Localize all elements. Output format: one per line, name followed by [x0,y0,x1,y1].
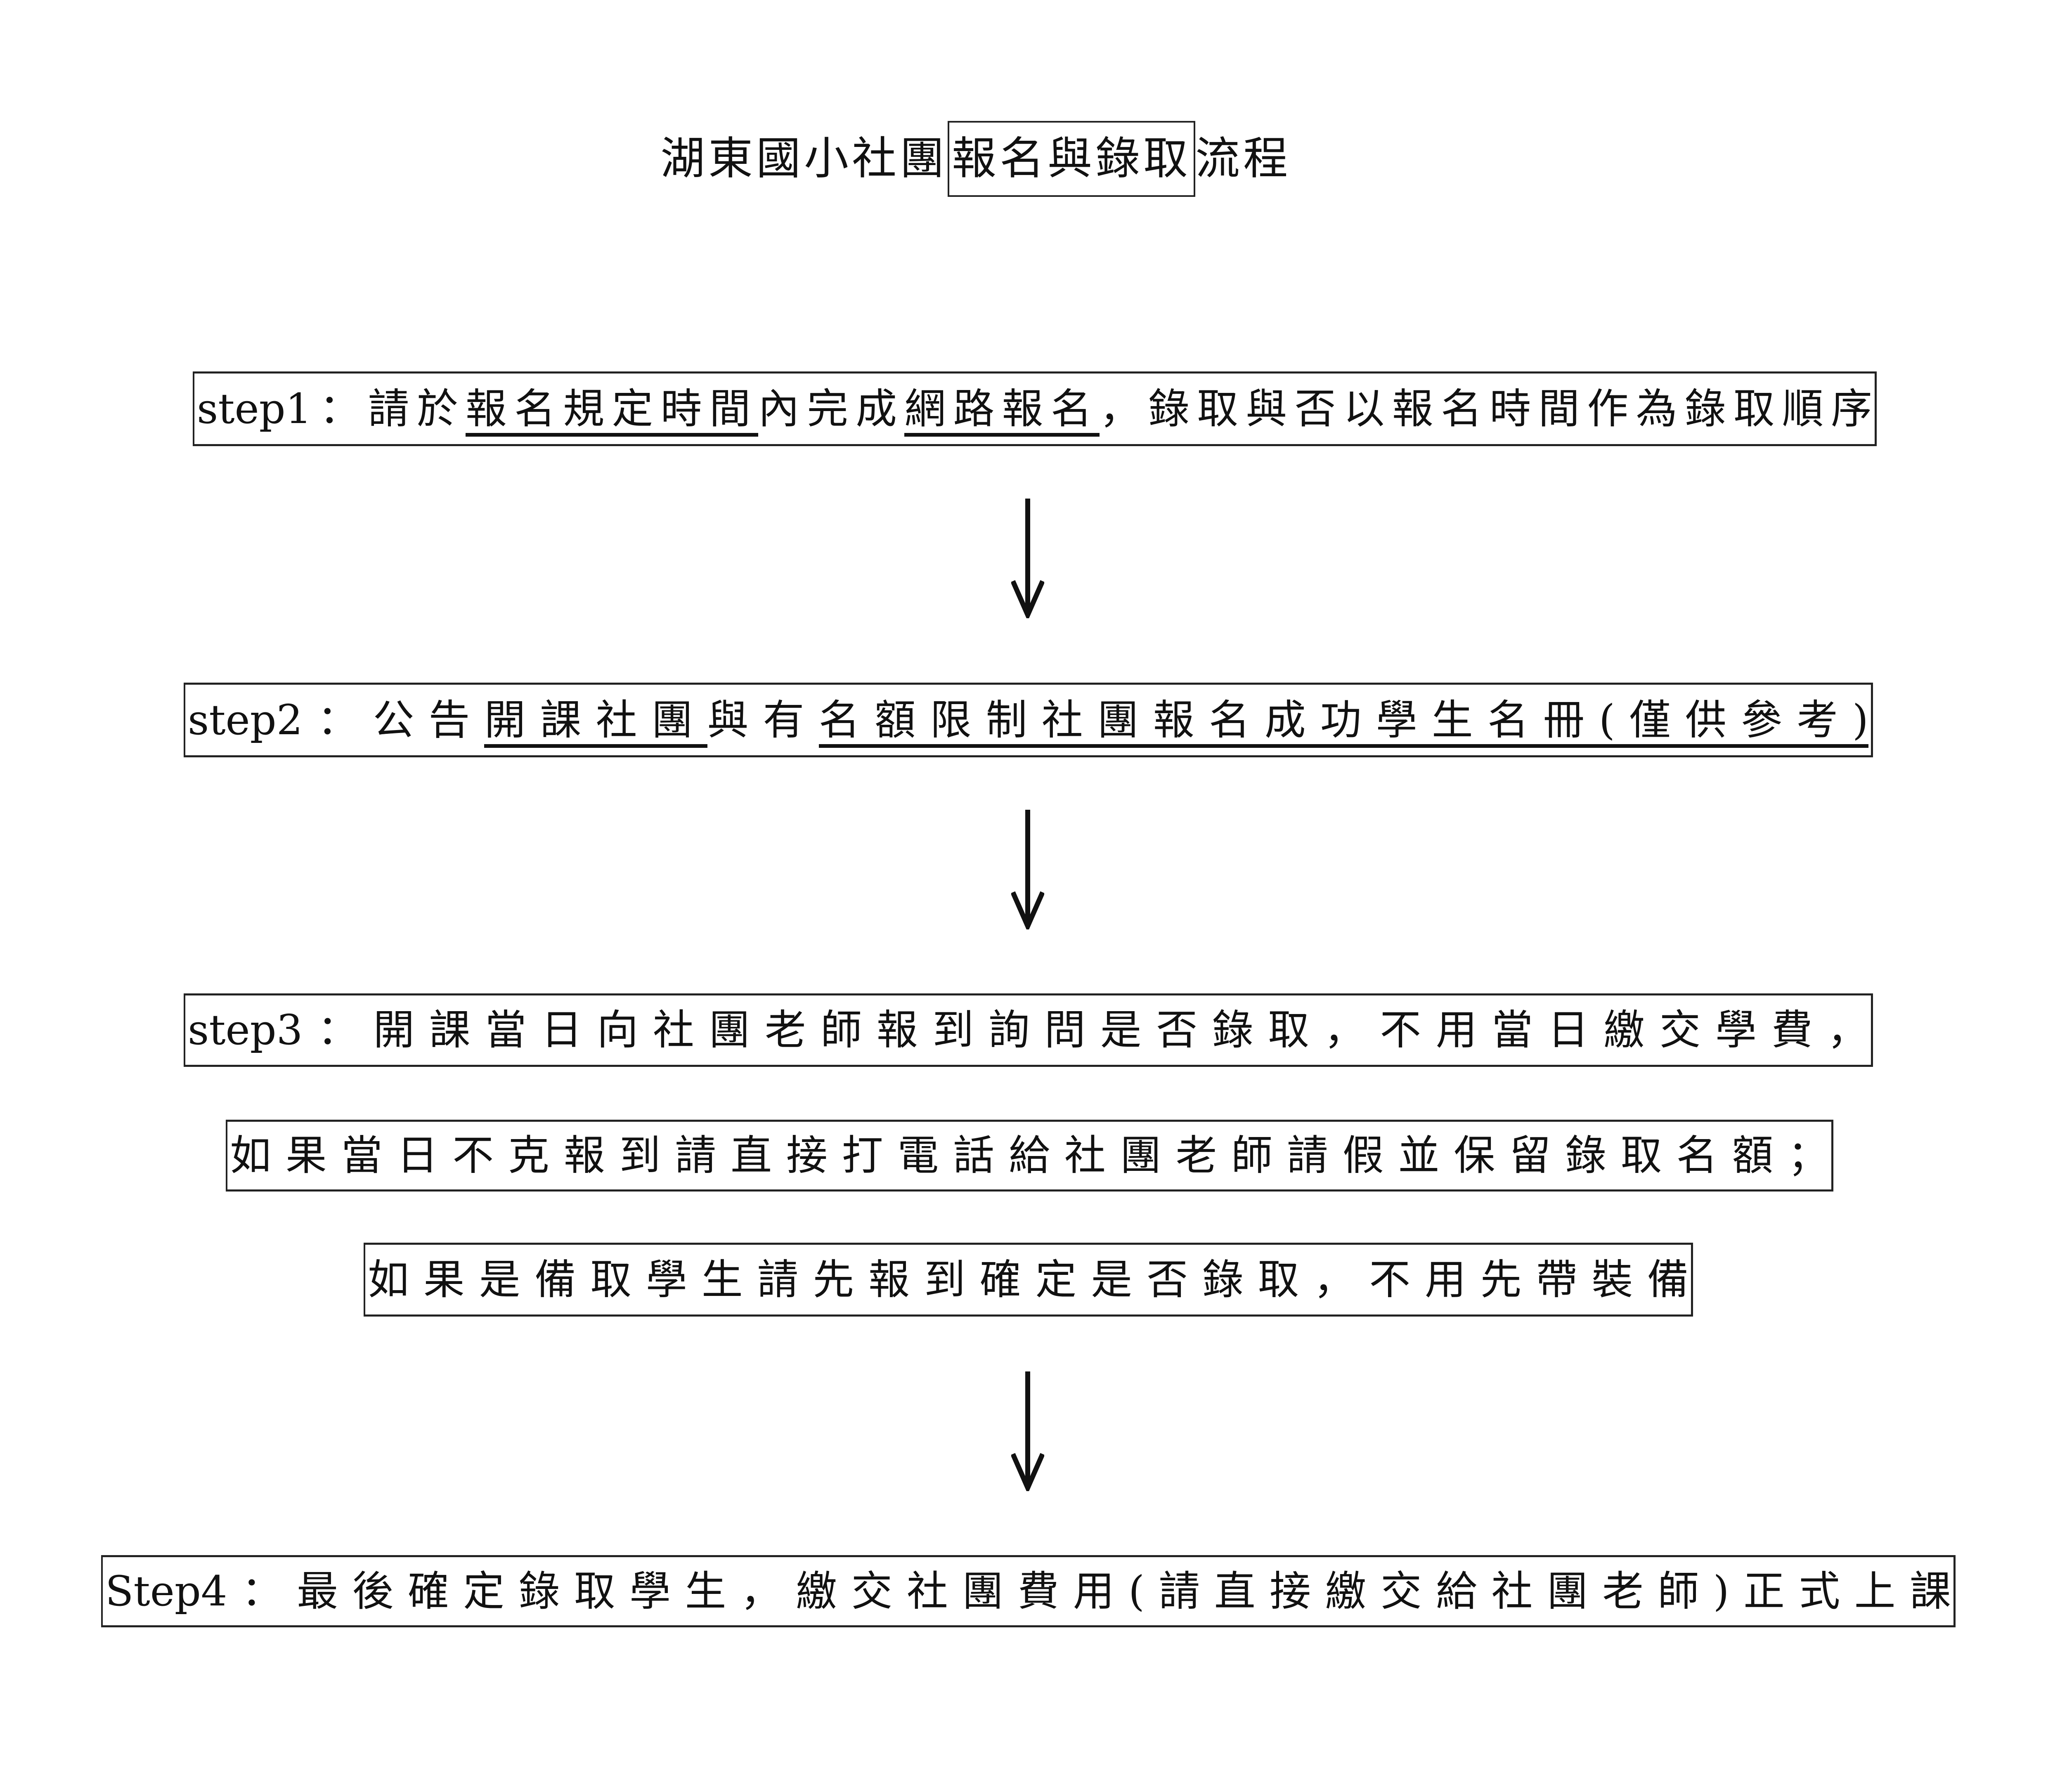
step2-seg: 與有 [707,695,819,744]
step3-text-line1: step3：開課當日向社團老師報到詢問是否錄取，不用當日繳交學費， [188,1006,1868,1054]
page-title: 湖東國小社團報名與錄取流程 [660,121,1395,197]
step3-box-line2: 如果當日不克報到請直接打電話給社團老師請假並保留錄取名額； [226,1120,1833,1192]
step1-box: step1：請於報名規定時間內完成網路報名，錄取與否以報名時間作為錄取順序 [193,371,1877,446]
down-arrow-icon [1011,1371,1044,1491]
step2-underlined-seg: 名額限制社團報名成功學生名冊(僅供參考) [818,695,1869,748]
step2-box: step2：公告開課社團與有名額限制社團報名成功學生名冊(僅供參考) [184,683,1873,757]
step1-underlined-seg: 報名規定時間 [465,384,758,437]
step1-seg: 內完成 [758,384,905,433]
step3-box-line3: 如果是備取學生請先報到確定是否錄取，不用先帶裝備 [364,1243,1693,1317]
step3-text-line2: 如果當日不克報到請直接打電話給社團老師請假並保留錄取名額； [230,1131,1829,1180]
step4-box: Step4：最後確定錄取學生，繳交社團費用(請直接繳交給社團老師)正式上課 [101,1555,1956,1627]
step1-seg: ，錄取與否以報名時間作為錄取順序 [1099,384,1873,433]
step4-text: Step4：最後確定錄取學生，繳交社團費用(請直接繳交給社團老師)正式上課 [105,1567,1951,1615]
step2-underlined-seg: 開課社團 [484,695,707,748]
title-suffix: 流程 [1195,133,1291,184]
title-boxed-text: 報名與錄取 [948,121,1196,197]
step1-seg: step1：請於 [197,384,466,433]
step1-text: step1：請於報名規定時間內完成網路報名，錄取與否以報名時間作為錄取順序 [197,384,1873,437]
down-arrow-icon [1011,499,1044,618]
down-arrow-icon [1011,810,1044,929]
step2-seg: step2：公告 [188,695,485,744]
step2-text: step2：公告開課社團與有名額限制社團報名成功學生名冊(僅供參考) [188,695,1869,748]
title-prefix: 湖東國小社團 [660,133,948,184]
step1-underlined-seg: 網路報名 [904,384,1100,437]
step3-text-line3: 如果是備取學生請先報到確定是否錄取，不用先帶裝備 [368,1255,1689,1304]
step3-box-line1: step3：開課當日向社團老師報到詢問是否錄取，不用當日繳交學費， [184,993,1873,1067]
